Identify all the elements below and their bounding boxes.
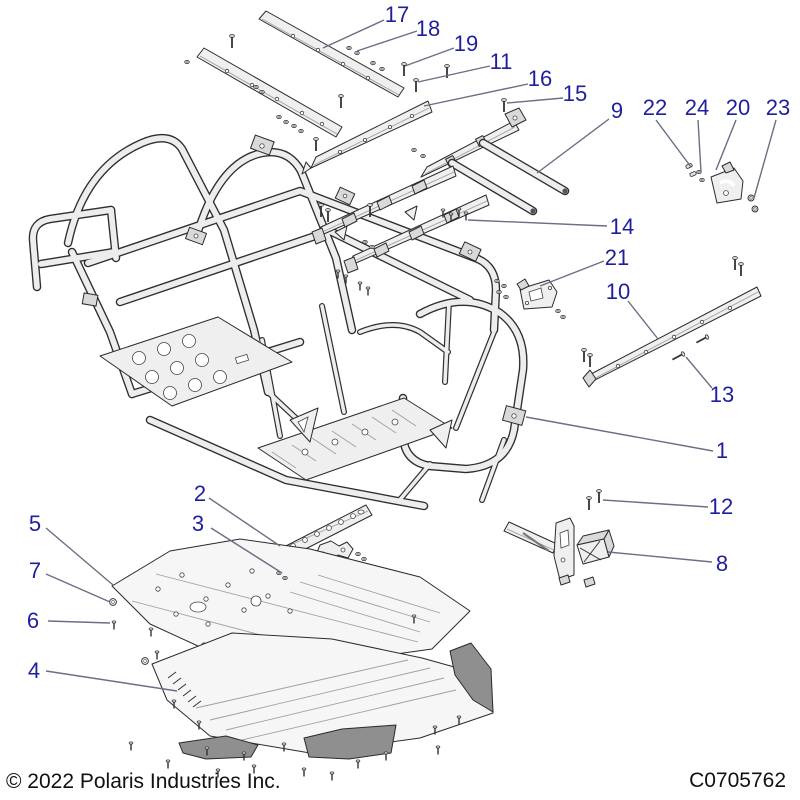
washer-7	[109, 598, 117, 606]
screw-6	[111, 620, 117, 631]
callout-8: 8	[715, 551, 729, 576]
copyright-text: © 2022 Polaris Industries Inc.	[6, 770, 281, 793]
callout-3: 3	[191, 511, 205, 536]
callout-9: 9	[610, 98, 624, 123]
callout-19: 19	[453, 31, 479, 56]
callout-16: 16	[527, 66, 553, 91]
frame-brackets	[81, 134, 527, 449]
rivet-18	[346, 45, 352, 51]
bolt-12	[585, 495, 593, 511]
callout-15: 15	[562, 81, 588, 106]
frame-rear-tray	[257, 397, 453, 481]
callout-21: 21	[604, 245, 630, 270]
crossbar-17-lower	[196, 47, 343, 138]
callout-14: 14	[609, 214, 635, 239]
main-frame-part-1	[33, 135, 526, 506]
callout-10: 10	[605, 279, 631, 304]
rail-assembly-14	[311, 165, 490, 274]
callout-24: 24	[684, 95, 710, 120]
crossbar-17-upper	[258, 10, 405, 98]
bolt-11	[412, 77, 420, 93]
callout-22: 22	[642, 95, 668, 120]
support-bar-16	[301, 100, 433, 175]
side-rail-10	[582, 286, 762, 388]
hitch-assembly-8	[503, 517, 615, 588]
callout-23: 23	[765, 95, 791, 120]
leader-lines	[45, 19, 777, 692]
document-code: C0705762	[689, 769, 786, 792]
callout-7: 7	[28, 558, 42, 583]
bolt-15	[500, 97, 508, 113]
frame-mount-tab	[502, 405, 527, 426]
nut-23	[747, 194, 755, 202]
callout-11: 11	[489, 49, 513, 74]
callout-20: 20	[725, 95, 751, 120]
callout-18: 18	[415, 16, 441, 41]
callout-5: 5	[28, 511, 42, 536]
bolt-13	[670, 350, 687, 363]
callout-6: 6	[26, 608, 40, 633]
callout-17: 17	[384, 2, 410, 27]
bolt-19	[400, 61, 408, 77]
callout-12: 12	[708, 494, 734, 519]
frame-floor-panel	[99, 316, 293, 407]
callout-4: 4	[27, 658, 41, 683]
callout-1: 1	[715, 438, 729, 463]
bracket-21	[516, 278, 558, 310]
callout-13: 13	[709, 382, 735, 407]
bracket-20	[710, 161, 744, 204]
skid-plate-lower	[151, 632, 494, 760]
skid-plate-upper	[111, 538, 471, 664]
callout-2: 2	[193, 481, 207, 506]
crossmember-9	[420, 107, 570, 216]
